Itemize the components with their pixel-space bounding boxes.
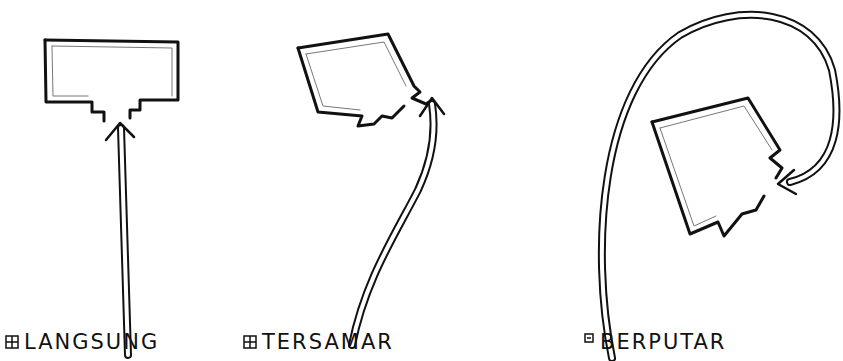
caption-label: BERPUTAR [600,330,726,354]
arrow-head [420,98,444,116]
building-outline [652,122,764,236]
building-tersamar [298,34,432,126]
inner-wall [660,106,772,226]
approach-path [602,15,837,358]
approach-path [121,128,128,355]
approach-path [121,128,128,355]
approach-path [352,104,433,345]
inner-wall [52,46,172,96]
bullet-mark [244,336,256,348]
building-outline [652,98,782,178]
bullet-mark [6,336,18,348]
path-langsung [106,123,134,355]
building-langsung [45,40,178,121]
building-outline [45,40,104,121]
caption-label: TERSAMAR [262,330,394,354]
approach-path [602,15,837,358]
building-berputar [652,98,782,236]
path-tersamar [352,98,444,345]
arrow-head [106,123,134,140]
arrow-head [778,170,796,194]
building-outline [298,48,404,126]
building-outline [45,40,178,118]
bullet-mark [585,334,593,342]
caption-label: LANGSUNG [24,330,159,354]
approach-path [352,104,433,345]
path-berputar [602,15,837,358]
inner-wall [306,42,406,110]
